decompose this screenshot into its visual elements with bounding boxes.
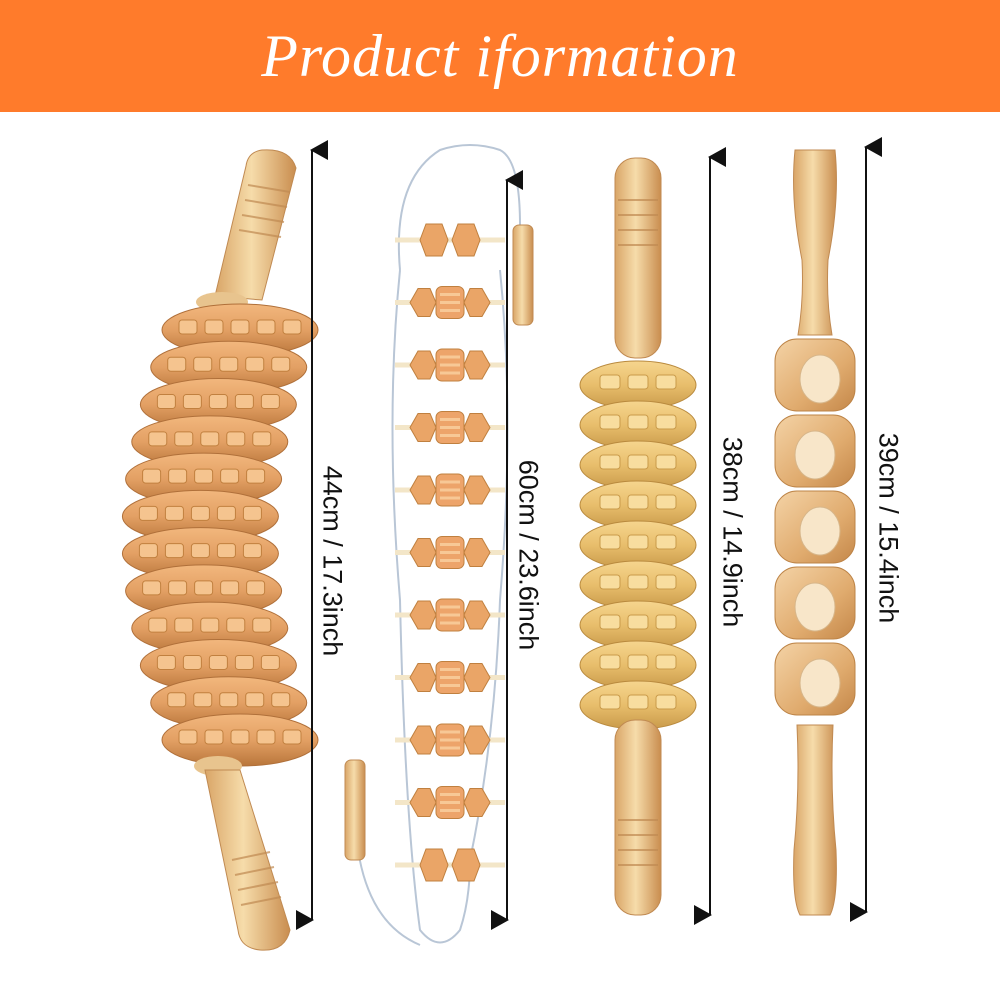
roller-wheel bbox=[161, 713, 319, 767]
wooden-ball bbox=[774, 414, 856, 488]
rope-bead bbox=[395, 536, 505, 569]
rope-bead bbox=[395, 661, 505, 694]
roller-wheel bbox=[131, 415, 289, 469]
roller-wheel bbox=[579, 560, 697, 610]
rope-bead bbox=[395, 348, 505, 382]
wooden-ball bbox=[774, 566, 856, 640]
roller-wheel bbox=[579, 440, 697, 490]
roller-wheel bbox=[125, 452, 283, 506]
rope-bead bbox=[395, 723, 505, 757]
rope-bead bbox=[395, 223, 505, 257]
roller-wheel bbox=[579, 600, 697, 650]
wooden-roller-massager-curved-icon bbox=[121, 149, 319, 951]
dimension-label-1: 44cm / 17.3inch bbox=[317, 465, 348, 657]
rope-bead bbox=[395, 848, 505, 882]
wooden-roller-massager-straight-icon bbox=[579, 157, 697, 916]
roller-wheel bbox=[121, 527, 279, 581]
dimension-arrows bbox=[296, 137, 882, 930]
dimension-label-3: 38cm / 14.9inch bbox=[717, 436, 748, 628]
wooden-ball bbox=[774, 338, 856, 412]
dimension-label-2: 60cm / 23.6inch bbox=[513, 459, 544, 651]
roller-wheel bbox=[579, 360, 697, 410]
wooden-ball bbox=[774, 490, 856, 564]
dimension-label-4: 39cm / 15.4inch bbox=[873, 432, 904, 624]
wooden-ball bbox=[774, 642, 856, 716]
roller-wheel bbox=[125, 564, 283, 618]
rope-wooden-massager-icon bbox=[344, 144, 534, 946]
rope-bead bbox=[395, 286, 505, 319]
wooden-ball-massager-icon bbox=[774, 149, 856, 916]
roller-wheel bbox=[579, 520, 697, 570]
rope-bead bbox=[395, 473, 505, 507]
rope-bead bbox=[395, 598, 505, 632]
roller-wheel bbox=[579, 680, 697, 730]
rope-bead bbox=[395, 786, 505, 819]
title-banner: Product iformation bbox=[0, 0, 1000, 112]
rope-bead bbox=[395, 411, 505, 444]
roller-wheel bbox=[579, 640, 697, 690]
banner-title: Product iformation bbox=[261, 22, 739, 89]
roller-wheel bbox=[579, 480, 697, 530]
